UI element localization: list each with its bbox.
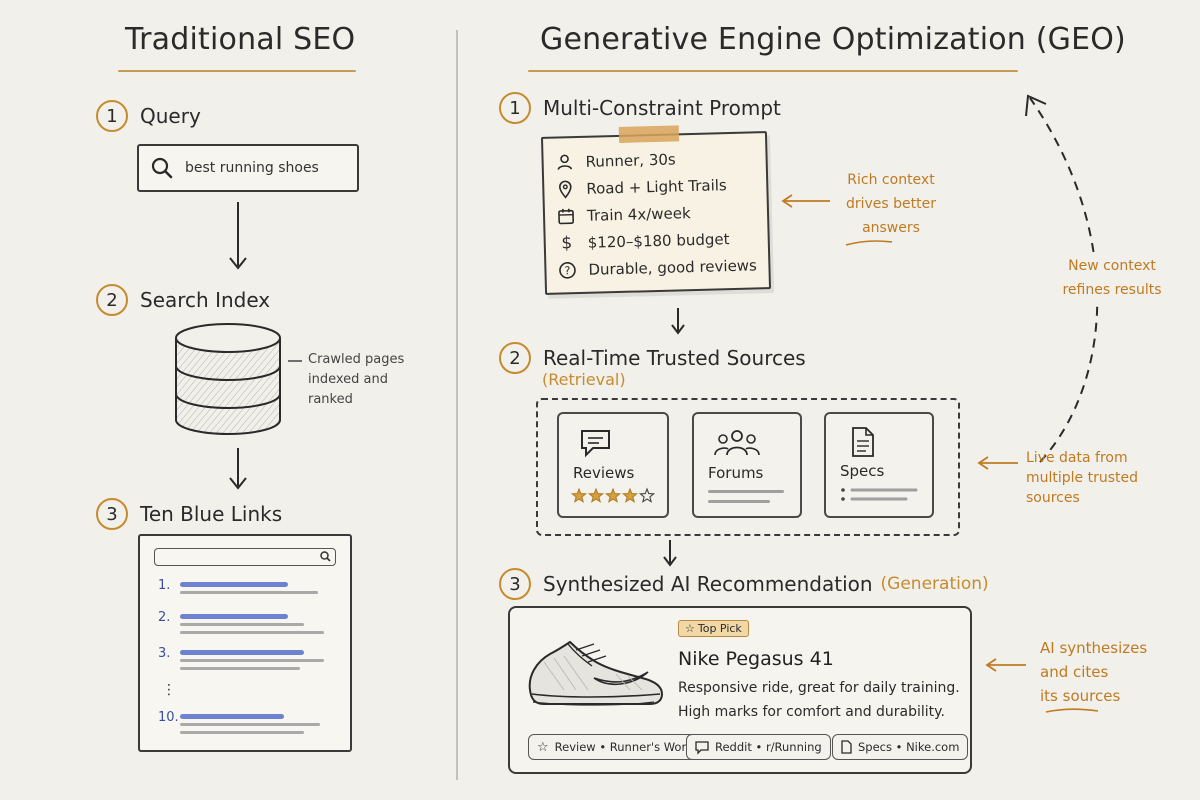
generation-label: (Generation) xyxy=(880,574,989,594)
step-number: 3 xyxy=(499,568,531,600)
right-title-underline xyxy=(528,70,1018,72)
prompt-list: Runner, 30s Road + Light Trails Train 4x… xyxy=(555,143,757,283)
step-number: 1 xyxy=(499,92,531,124)
serp-result-item[interactable]: 2. xyxy=(158,610,338,634)
source-title: Reviews xyxy=(573,464,635,482)
query-search-box[interactable]: best running shoes xyxy=(137,144,359,192)
top-pick-badge: ☆ Top Pick xyxy=(678,620,749,637)
left-step-2: 2 Search Index xyxy=(96,284,270,316)
star-rating xyxy=(570,487,656,503)
left-step-3: 3 Ten Blue Links xyxy=(96,498,282,530)
prompt-item: Road + Light Trails xyxy=(556,170,755,202)
serp-ellipsis: ⋮ xyxy=(162,682,176,698)
note-rich-context: Rich context drives better answers xyxy=(845,172,937,236)
step-number: 2 xyxy=(499,342,531,374)
placeholder-lines xyxy=(708,490,788,510)
step-label-synthesized-recommendation: Synthesized AI Recommendation xyxy=(543,572,873,596)
left-title: Traditional SEO xyxy=(125,22,356,57)
right-step-1: 1 Multi-Constraint Prompt xyxy=(499,92,781,124)
squiggle-underline xyxy=(845,240,893,246)
citation-chip-reddit[interactable]: Reddit • r/Running xyxy=(686,734,831,760)
svg-text:?: ? xyxy=(564,264,570,277)
serp-result-item[interactable]: 1. xyxy=(158,578,338,598)
note-live-data: Live data from multiple trusted sources xyxy=(1026,450,1139,506)
retrieval-label: (Retrieval) xyxy=(542,370,626,389)
star-icon: ☆ xyxy=(537,739,549,755)
feedback-dashed-arrow xyxy=(1025,94,1099,463)
product-description: Responsive ride, great for daily trainin… xyxy=(678,680,960,720)
document-icon xyxy=(852,427,874,457)
citation-chip-nike[interactable]: Specs • Nike.com xyxy=(832,734,969,760)
down-arrow xyxy=(671,308,685,335)
spec-list-lines xyxy=(841,488,918,501)
note-ai-synthesizes: AI synthesizes and cites its sources xyxy=(1040,639,1148,705)
source-card-specs[interactable]: Specs xyxy=(824,412,934,518)
down-arrow xyxy=(229,202,247,270)
prompt-item: Train 4x/week xyxy=(557,197,756,229)
right-step-3: 3 Synthesized AI Recommendation (Generat… xyxy=(499,568,989,600)
serp-search-bar[interactable] xyxy=(154,548,336,566)
search-icon xyxy=(151,157,173,179)
note-new-context: New context refines results xyxy=(1052,254,1172,302)
squiggle-underline xyxy=(1045,708,1099,713)
left-step-1: 1 Query xyxy=(96,100,201,132)
product-name: Nike Pegasus 41 xyxy=(678,648,834,670)
left-arrow xyxy=(985,658,1026,672)
prompt-item: ? Durable, good reviews xyxy=(558,251,757,283)
left-title-underline xyxy=(118,70,356,72)
prompt-item: Runner, 30s xyxy=(555,143,754,175)
people-icon xyxy=(714,430,760,456)
down-arrow xyxy=(229,448,247,490)
step-label-query: Query xyxy=(140,104,201,128)
prompt-sticky-note: Runner, 30s Road + Light Trails Train 4x… xyxy=(540,125,772,295)
right-step-2: 2 Real-Time Trusted Sources xyxy=(499,342,806,374)
star-filled-icon xyxy=(621,487,639,503)
star-filled-icon xyxy=(604,487,622,503)
index-note: Crawled pages indexed and ranked xyxy=(308,352,405,407)
source-title: Forums xyxy=(708,464,764,482)
star-empty-icon xyxy=(638,487,656,503)
step-number: 2 xyxy=(96,284,128,316)
serp-results-page: 1. 2. 3. ⋮ 10. xyxy=(138,534,352,752)
down-arrow xyxy=(663,540,677,567)
search-query-text: best running shoes xyxy=(185,160,319,176)
star-icon: ☆ xyxy=(685,622,695,635)
right-title: Generative Engine Optimization (GEO) xyxy=(540,22,1126,57)
serp-result-item[interactable]: 3. xyxy=(158,646,338,670)
running-shoe-image xyxy=(528,640,664,706)
calendar-icon xyxy=(558,208,574,224)
source-card-reviews[interactable]: Reviews xyxy=(557,412,669,518)
note-leader-line xyxy=(288,360,302,362)
source-card-forums[interactable]: Forums xyxy=(692,412,802,518)
location-pin-icon xyxy=(558,180,572,199)
recommendation-card[interactable]: ☆ Top Pick Nike Pegasus 41 Responsive ri… xyxy=(508,606,972,774)
star-filled-icon xyxy=(570,487,588,503)
chat-bubble-icon xyxy=(695,740,709,755)
dollar-icon: $ xyxy=(561,232,573,253)
step-label-trusted-sources: Real-Time Trusted Sources xyxy=(543,346,806,370)
citation-chip-runners-world[interactable]: ☆ Review • Runner's World xyxy=(528,734,706,760)
question-icon: ? xyxy=(559,261,576,279)
serp-result-item[interactable]: 10. xyxy=(158,710,338,734)
search-icon xyxy=(320,551,331,562)
step-number: 1 xyxy=(96,100,128,132)
database-icon xyxy=(175,323,281,435)
step-label-search-index: Search Index xyxy=(140,288,271,312)
sources-dashed-box xyxy=(536,398,960,536)
person-icon xyxy=(557,154,573,170)
document-icon xyxy=(841,740,852,754)
chat-bubble-icon xyxy=(581,430,610,458)
left-arrow xyxy=(781,194,830,208)
tape xyxy=(618,125,680,143)
step-number: 3 xyxy=(96,498,128,530)
step-label-multi-constraint-prompt: Multi-Constraint Prompt xyxy=(543,96,781,120)
column-divider xyxy=(456,30,458,780)
step-label-ten-blue-links: Ten Blue Links xyxy=(140,502,283,526)
left-arrow xyxy=(977,456,1018,470)
star-filled-icon xyxy=(587,487,605,503)
source-title: Specs xyxy=(840,462,885,480)
